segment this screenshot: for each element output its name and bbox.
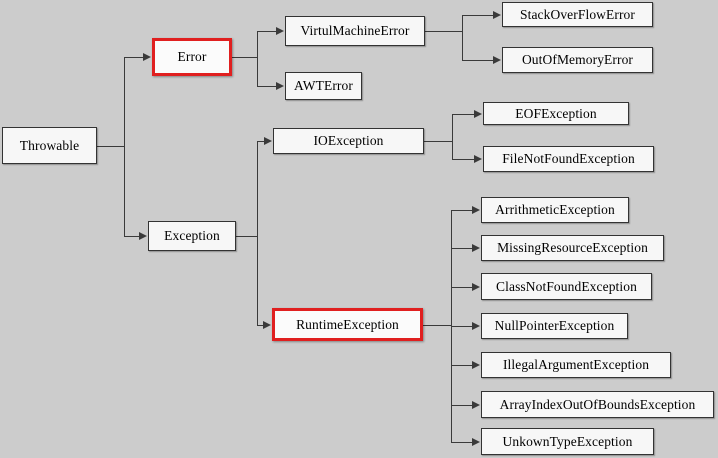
connector-vmerror-outofmemory xyxy=(462,60,493,61)
node-exception[interactable]: Exception xyxy=(148,221,236,251)
arrow-head-ioexception-icon xyxy=(264,137,272,145)
node-label: Throwable xyxy=(19,137,80,153)
node-eofexception[interactable]: EOFException xyxy=(483,102,629,125)
connector-throwable-trunk xyxy=(124,57,125,236)
node-label: NullPointerException xyxy=(494,318,615,334)
arrow-head-arrayindex-icon xyxy=(472,401,480,409)
connector-vmerror-trunk xyxy=(462,15,463,60)
node-label: IllegalArgumentException xyxy=(502,357,650,373)
arrow-head-filenotfound-icon xyxy=(474,155,482,163)
node-label: ArrithmeticException xyxy=(495,202,615,218)
arrow-head-eofexception-icon xyxy=(474,110,482,118)
node-classnotfound[interactable]: ClassNotFoundException xyxy=(481,273,652,300)
connector-exception-ioexception xyxy=(257,141,264,142)
arrow-head-error-icon xyxy=(143,53,151,61)
node-error[interactable]: Error xyxy=(152,38,232,76)
connector-error-awterror xyxy=(257,86,276,87)
connector-error-vmerror xyxy=(257,31,276,32)
arrow-head-unkowntype-icon xyxy=(472,438,480,446)
connector-throwable-exception xyxy=(124,236,139,237)
node-label: VirtulMachineError xyxy=(300,23,410,39)
node-filenotfound[interactable]: FileNotFoundException xyxy=(483,146,654,172)
node-label: FileNotFoundException xyxy=(502,151,635,167)
node-outofmemory[interactable]: OutOfMemoryError xyxy=(502,47,653,73)
connector-runtimeexception-arithmetic xyxy=(451,210,472,211)
arrow-head-outofmemory-icon xyxy=(493,56,501,64)
connector-exception-stub xyxy=(236,236,257,237)
node-unkowntype[interactable]: UnkownTypeException xyxy=(481,428,654,455)
node-throwable[interactable]: Throwable xyxy=(2,127,97,164)
arrow-head-runtimeexception-icon xyxy=(263,321,271,329)
node-vmerror[interactable]: VirtulMachineError xyxy=(285,16,425,46)
node-runtimeexception[interactable]: RuntimeException xyxy=(272,308,423,341)
connector-exception-trunk xyxy=(257,141,258,325)
arrow-head-illegalargument-icon xyxy=(472,361,480,369)
node-label: OutOfMemoryError xyxy=(521,52,634,68)
connector-throwable-error xyxy=(124,57,143,58)
node-label: Error xyxy=(177,49,207,65)
node-label: ClassNotFoundException xyxy=(496,278,637,294)
connector-ioexception-trunk xyxy=(452,114,453,159)
arrow-head-nullpointer-icon xyxy=(472,322,480,330)
node-arithmetic[interactable]: ArrithmeticException xyxy=(481,197,629,223)
connector-ioexception-filenotfound xyxy=(452,159,474,160)
connector-runtimeexception-arrayindex xyxy=(451,405,472,406)
connector-runtimeexception-classnotfound xyxy=(451,287,472,288)
node-stackoverflow[interactable]: StackOverFlowError xyxy=(502,2,653,27)
arrow-head-exception-icon xyxy=(139,232,147,240)
connector-ioexception-stub xyxy=(424,141,452,142)
node-label: AWTError xyxy=(294,78,353,94)
node-nullpointer[interactable]: NullPointerException xyxy=(481,313,628,339)
arrow-head-vmerror-icon xyxy=(276,27,284,35)
node-awterror[interactable]: AWTError xyxy=(285,72,362,100)
node-label: Exception xyxy=(164,228,220,244)
connector-runtimeexception-unkowntype xyxy=(451,442,472,443)
node-label: StackOverFlowError xyxy=(519,6,636,22)
connector-runtimeexception-stub xyxy=(423,325,451,326)
arrow-head-missingresource-icon xyxy=(472,244,480,252)
node-label: ArrayIndexOutOfBoundsException xyxy=(499,396,696,412)
node-arrayindex[interactable]: ArrayIndexOutOfBoundsException xyxy=(481,391,714,418)
node-missingresource[interactable]: MissingResourceException xyxy=(481,235,664,261)
node-label: MissingResourceException xyxy=(497,240,648,256)
connector-vmerror-stub xyxy=(425,31,462,32)
arrow-head-stackoverflow-icon xyxy=(493,11,501,19)
connector-runtimeexception-nullpointer xyxy=(451,326,472,327)
node-label: IOException xyxy=(313,133,384,149)
connector-ioexception-eofexception xyxy=(452,114,474,115)
connector-error-trunk xyxy=(257,31,258,86)
node-illegalargument[interactable]: IllegalArgumentException xyxy=(481,352,671,378)
arrow-head-awterror-icon xyxy=(276,82,284,90)
connector-runtimeexception-illegalargument xyxy=(451,365,472,366)
node-label: RuntimeException xyxy=(296,316,399,332)
node-label: EOFException xyxy=(515,105,597,121)
connector-throwable-stub xyxy=(97,146,124,147)
connector-runtimeexception-missingresource xyxy=(451,248,472,249)
connector-vmerror-stackoverflow xyxy=(462,15,493,16)
arrow-head-arithmetic-icon xyxy=(472,206,480,214)
connector-exception-runtimeexception xyxy=(257,325,263,326)
connector-error-stub xyxy=(232,57,257,58)
arrow-head-classnotfound-icon xyxy=(472,283,480,291)
node-label: UnkownTypeException xyxy=(502,433,633,449)
node-ioexception[interactable]: IOException xyxy=(273,128,424,154)
